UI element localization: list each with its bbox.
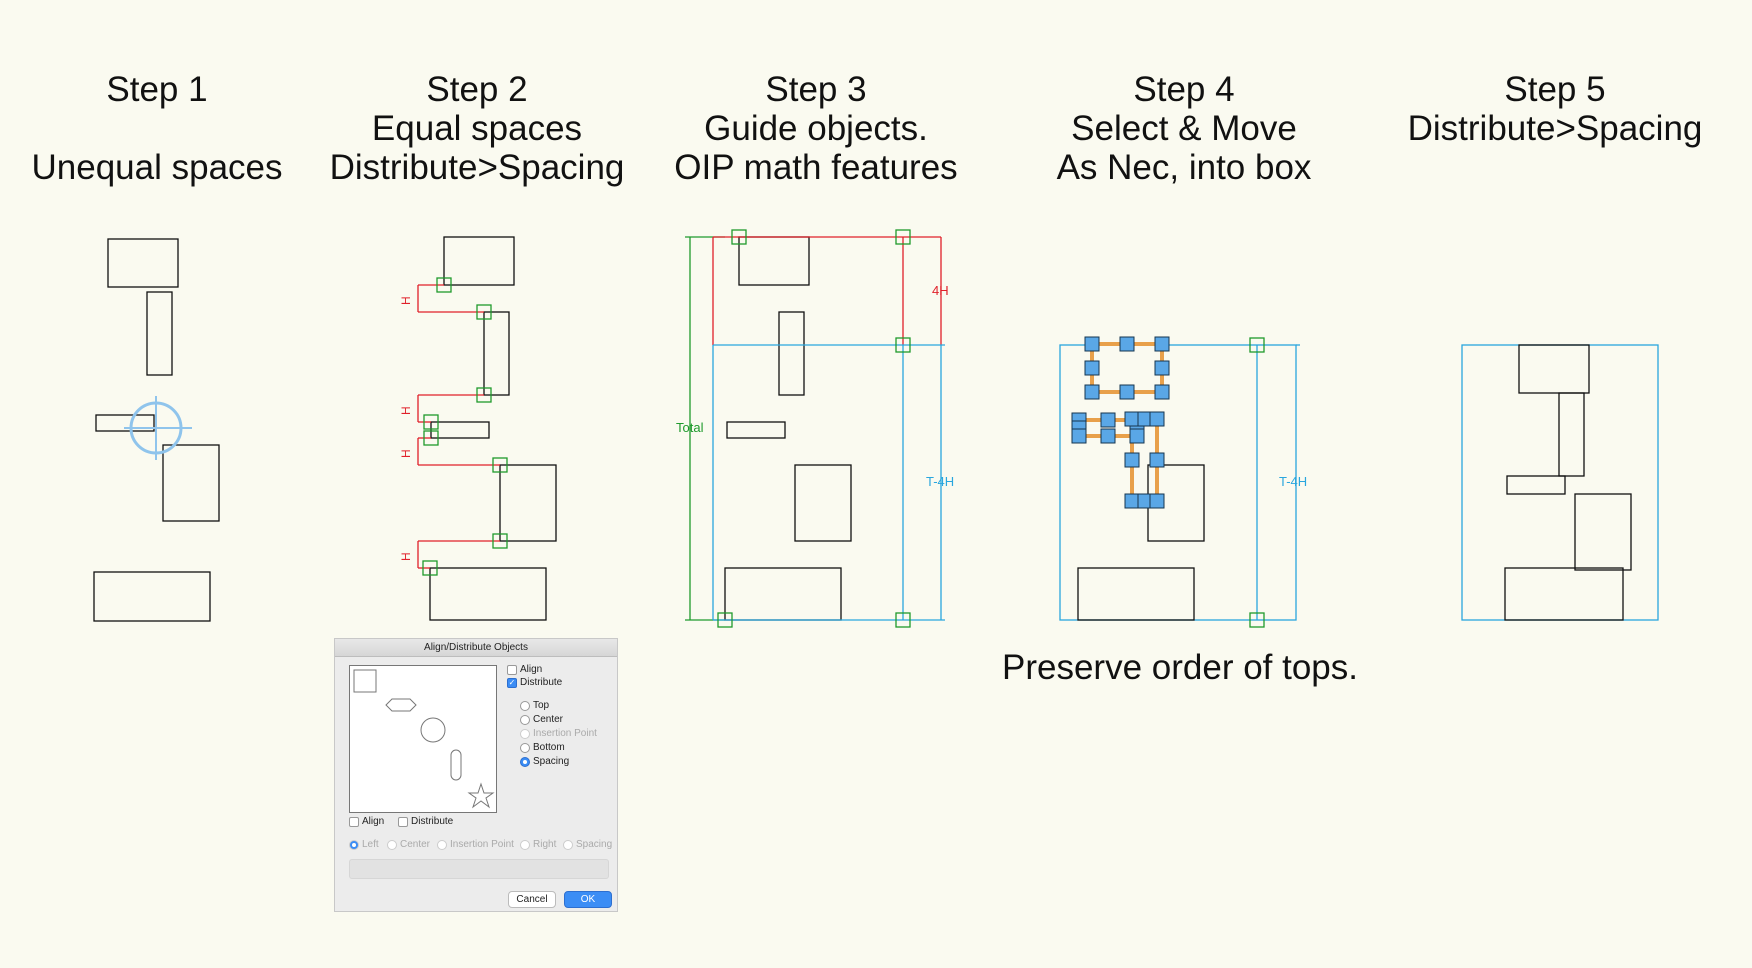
step5-rect-d	[1574, 493, 1632, 571]
step2-spacing-guides	[417, 284, 500, 569]
radio-h-spacing[interactable]: Spacing	[563, 839, 612, 850]
step-3-subtitle: Guide objects.	[704, 109, 928, 148]
step2-rect-d	[499, 464, 557, 542]
step-1-heading: Step 1 Unequal spaces	[0, 70, 322, 187]
step1-rect-e	[93, 571, 211, 622]
radio-h-center[interactable]: Center	[387, 839, 430, 850]
step3-snap-markers	[717, 229, 911, 628]
step-1-title: Step 1	[106, 70, 208, 109]
step5-rect-c	[1506, 475, 1566, 495]
crosshair-icon	[124, 396, 192, 460]
step3-rect-a	[738, 236, 810, 286]
cancel-button[interactable]: Cancel	[508, 891, 556, 908]
step-3-title: Step 3	[765, 70, 867, 109]
vertical-align-checkbox[interactable]: Align	[507, 664, 542, 675]
step-4-caption: As Nec, into box	[1056, 148, 1312, 187]
step4-snap-markers	[1249, 337, 1265, 628]
step-4-subtitle: Select & Move	[1071, 109, 1297, 148]
step3-rect-c	[726, 421, 786, 439]
step3-rect-d	[794, 464, 852, 542]
step-3-caption: OIP math features	[674, 148, 958, 187]
total-label: Total	[676, 420, 704, 435]
radio-h-insertion-point[interactable]: Insertion Point	[437, 839, 514, 850]
preview-star-icon	[467, 782, 495, 809]
preview-square-icon	[353, 669, 377, 693]
step2-rect-a	[443, 236, 515, 286]
radio-right[interactable]: Right	[520, 839, 556, 850]
preview-shapes	[353, 669, 495, 809]
t-minus-4h-label-2: T-4H	[1279, 474, 1307, 489]
align-distribute-dialog: Align/Distribute Objects Align Distribut…	[334, 638, 618, 912]
t-minus-4h-label-1: T-4H	[926, 474, 954, 489]
step-1-caption: Unequal spaces	[31, 148, 283, 187]
dialog-title: Align/Distribute Objects	[335, 639, 617, 657]
dialog-preview	[349, 665, 497, 813]
step1-rect-c	[95, 414, 155, 432]
step-2-title: Step 2	[426, 70, 528, 109]
step3-rect-b	[778, 311, 805, 396]
radio-top[interactable]: Top	[520, 700, 549, 711]
preview-pill-icon	[450, 749, 462, 781]
step-2-heading: Step 2 Equal spaces Distribute>Spacing	[312, 70, 642, 187]
step2-snap-markers	[422, 277, 508, 576]
radio-left[interactable]: Left	[349, 839, 379, 850]
step-2-caption: Distribute>Spacing	[329, 148, 625, 187]
preview-hexagon-icon	[385, 698, 417, 712]
step-4-heading: Step 4 Select & Move As Nec, into box	[1019, 70, 1349, 187]
horizontal-align-checkbox[interactable]: Align	[349, 816, 384, 827]
radio-bottom[interactable]: Bottom	[520, 742, 565, 753]
step-4-title: Step 4	[1133, 70, 1235, 109]
ok-button[interactable]: OK	[564, 891, 612, 908]
vertical-distribute-checkbox[interactable]: Distribute	[507, 677, 562, 688]
dialog-status-field	[349, 859, 609, 879]
radio-insertion-point[interactable]: Insertion Point	[520, 728, 597, 739]
step3-4h-guide	[712, 236, 942, 345]
four-h-label: 4H	[932, 283, 949, 298]
step2-rect-c	[430, 421, 490, 439]
step1-rect-a	[107, 238, 179, 288]
h-label-3: H	[399, 449, 413, 458]
step5-rect-a	[1518, 344, 1590, 394]
radio-center[interactable]: Center	[520, 714, 563, 725]
step5-rect-e	[1504, 567, 1624, 621]
h-label-2: H	[399, 406, 413, 415]
step-2-subtitle: Equal spaces	[371, 109, 583, 148]
step2-rect-e	[429, 567, 547, 621]
step1-rect-b	[146, 291, 173, 376]
preview-circle-icon	[420, 717, 446, 743]
radio-spacing[interactable]: Spacing	[520, 756, 569, 767]
preserve-order-note: Preserve order of tops.	[1002, 648, 1358, 687]
horizontal-distribute-checkbox[interactable]: Distribute	[398, 816, 453, 827]
step3-box-guide	[712, 344, 945, 621]
step-3-heading: Step 3 Guide objects. OIP math features	[651, 70, 981, 187]
step2-rect-b	[483, 311, 510, 396]
step-5-heading: Step 5 Distribute>Spacing	[1390, 70, 1720, 148]
step4-rect-e	[1077, 567, 1195, 621]
step4-handles	[1071, 336, 1170, 509]
h-label-4: H	[399, 552, 413, 561]
step5-box	[1461, 344, 1659, 621]
step-5-title: Step 5	[1504, 70, 1606, 109]
step1-rect-d	[162, 444, 220, 522]
step-5-subtitle: Distribute>Spacing	[1407, 109, 1703, 148]
step5-rect-b	[1558, 392, 1585, 477]
h-label-1: H	[399, 296, 413, 305]
step3-rect-e	[724, 567, 842, 621]
